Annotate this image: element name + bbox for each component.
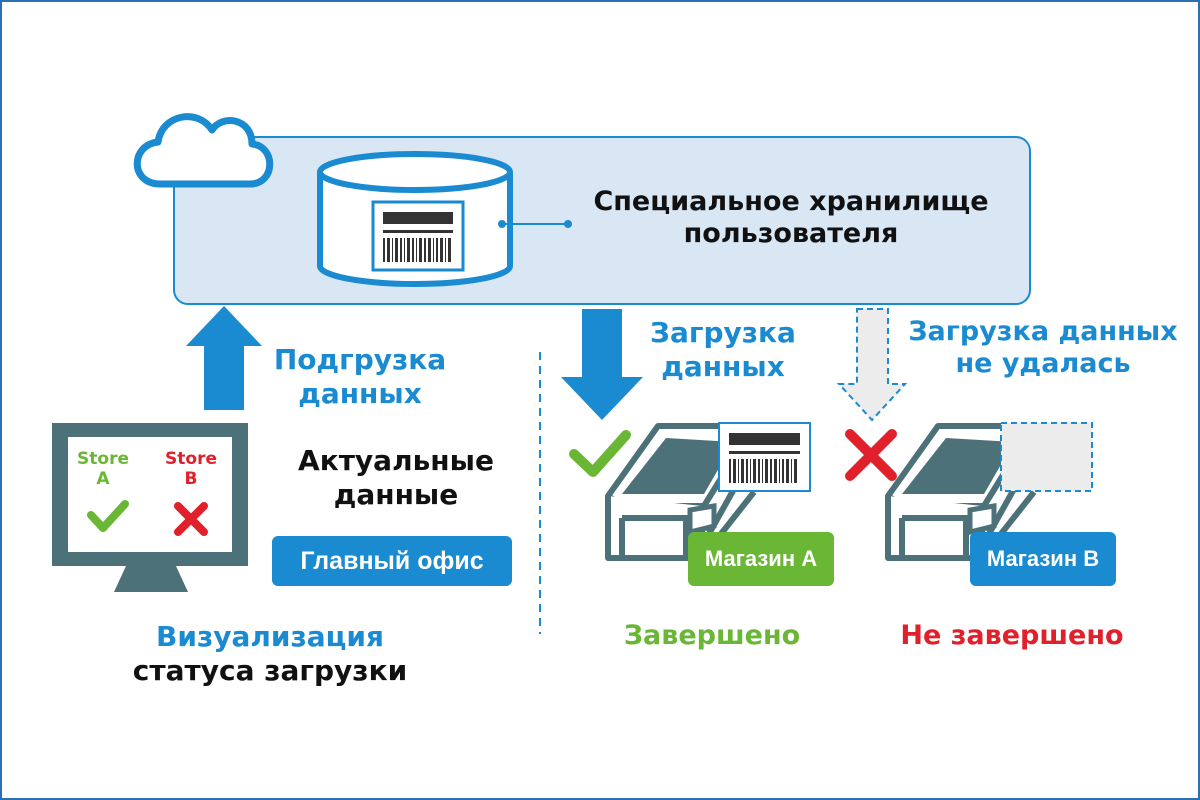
download-label-line1: Загрузка xyxy=(650,316,796,349)
store-a-check-icon xyxy=(87,500,129,532)
status-incomplete: Не завершено xyxy=(900,620,1124,651)
monitor-store-b-letter: B xyxy=(184,468,198,489)
visualization-line1: Визуализация xyxy=(155,620,385,653)
monitor-icon xyxy=(52,423,248,592)
storage-connector xyxy=(498,220,572,228)
monitor-store-a-letter: A xyxy=(96,468,110,489)
failed-download-arrow-icon xyxy=(836,308,908,422)
download-label: Загрузка данных xyxy=(628,316,818,383)
actual-data-line1: Актуальные xyxy=(298,444,494,477)
status-complete: Завершено xyxy=(623,620,801,651)
upload-arrow-icon xyxy=(186,306,262,410)
store-a-receipt-icon xyxy=(718,422,811,492)
visualization-line2: статуса загрузки xyxy=(132,653,408,687)
storage-label: Специальное хранилище пользователя xyxy=(568,186,1014,251)
store-a-terminal-icon xyxy=(605,423,757,561)
upload-label-line1: Подгрузка xyxy=(273,343,447,376)
download-failed-label-line2: не удалась xyxy=(955,348,1131,380)
monitor-store-b-label: Store B xyxy=(152,449,230,489)
download-label-line2: данных xyxy=(661,349,785,383)
head-office-badge: Главный офис xyxy=(272,536,512,586)
upload-label: Подгрузка данных xyxy=(260,343,460,410)
store-a-success-check-icon xyxy=(569,430,631,477)
upload-label-line2: данных xyxy=(298,376,422,410)
actual-data-label: Актуальные данные xyxy=(270,444,522,511)
download-failed-label-line1: Загрузка данных xyxy=(908,316,1178,347)
visualization-label: Визуализация статуса загрузки xyxy=(110,620,430,687)
storage-label-line1: Специальное хранилище xyxy=(593,186,989,217)
cloud-icon xyxy=(133,113,274,188)
monitor-store-b-name: Store xyxy=(165,449,217,469)
store-a-badge: Магазин A xyxy=(688,532,834,586)
store-b-fail-cross-icon xyxy=(845,429,897,481)
store-b-badge: Магазин B xyxy=(970,532,1116,586)
actual-data-line2: данные xyxy=(333,477,459,511)
monitor-store-a-name: Store xyxy=(77,449,129,469)
download-arrow-icon xyxy=(561,309,643,420)
download-failed-label: Загрузка данных не удалась xyxy=(890,316,1196,381)
monitor-store-a-label: Store A xyxy=(64,449,142,489)
storage-label-line2: пользователя xyxy=(683,218,899,250)
store-b-empty-receipt-icon xyxy=(1000,422,1093,492)
store-b-cross-icon xyxy=(174,502,208,536)
database-icon xyxy=(317,151,513,287)
